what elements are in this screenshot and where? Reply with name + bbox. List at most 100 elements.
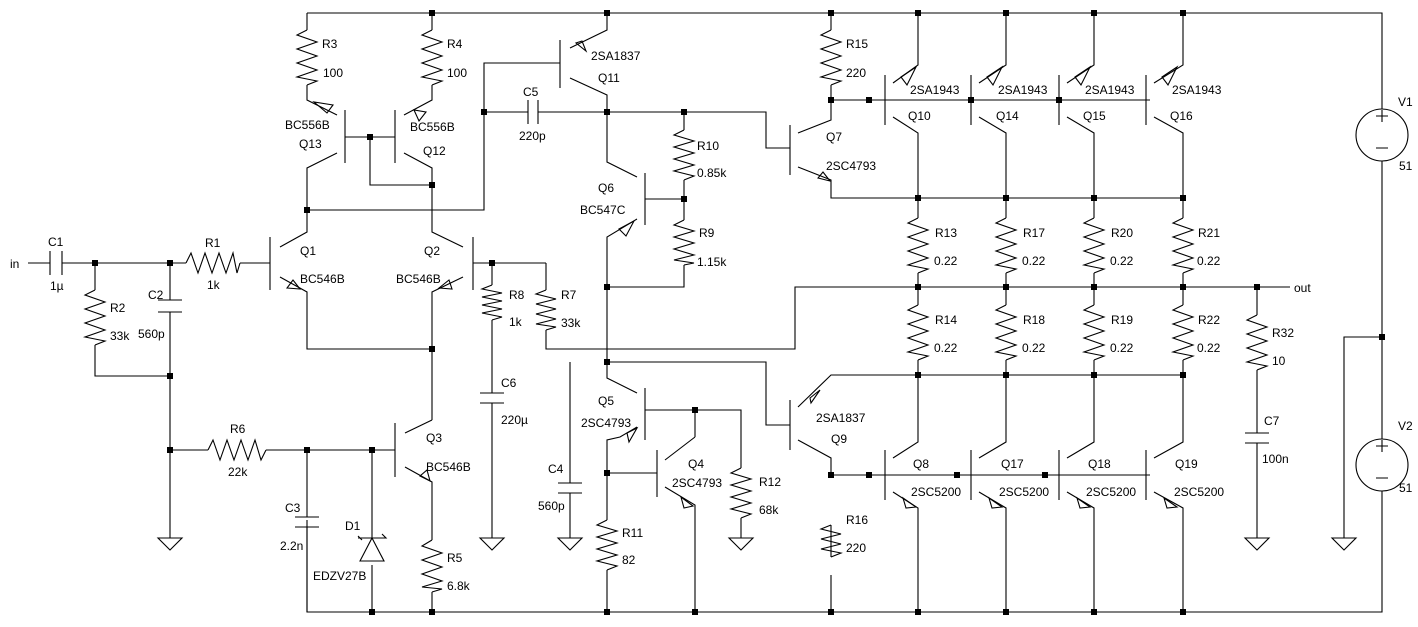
R32-value: 10 xyxy=(1272,354,1286,368)
Q18-ref: Q18 xyxy=(1088,457,1111,471)
C3-ref: C3 xyxy=(285,501,301,515)
C1-ref: C1 xyxy=(48,235,64,249)
C4-plates xyxy=(558,482,582,494)
R4-zigzag xyxy=(419,29,444,86)
R14-ref: R14 xyxy=(935,313,957,327)
C7-plates xyxy=(1245,432,1269,444)
Q5-value: 2SC4793 xyxy=(581,416,631,430)
net-label-out: out xyxy=(1294,281,1311,295)
net-label-in: in xyxy=(10,257,19,271)
V1-value: 51 xyxy=(1399,159,1413,173)
ground-icon xyxy=(156,537,184,551)
Q3-ref: Q3 xyxy=(426,431,442,445)
C7-value: 100n xyxy=(1262,452,1289,466)
R2-value: 33k xyxy=(110,329,130,343)
R20-value: 0.22 xyxy=(1110,254,1134,268)
Q16-value: 2SA1943 xyxy=(1172,83,1222,97)
Q15-value: 2SA1943 xyxy=(1085,83,1135,97)
junctions xyxy=(92,10,1385,615)
R16-zigzag xyxy=(819,524,843,558)
Q7-value: 2SC4793 xyxy=(826,159,876,173)
R16-value: 220 xyxy=(846,541,866,555)
C2-ref: C2 xyxy=(148,288,164,302)
ground-icon xyxy=(1243,537,1271,551)
C3-plates xyxy=(295,516,319,528)
R1-zigzag xyxy=(185,250,241,275)
R22-ref: R22 xyxy=(1198,313,1220,327)
C4-value: 560p xyxy=(538,499,565,513)
R3-ref: R3 xyxy=(322,37,338,51)
R3-zigzag xyxy=(294,29,319,86)
Q18-value: 2SC5200 xyxy=(1086,485,1136,499)
R17-zigzag xyxy=(993,217,1018,274)
R2-ref: R2 xyxy=(110,301,126,315)
Q9-ref: Q9 xyxy=(831,432,847,446)
R11-ref: R11 xyxy=(622,526,643,540)
Q14-value: 2SA1943 xyxy=(998,83,1048,97)
R14-value: 0.22 xyxy=(934,341,958,355)
Q11-value: 2SA1837 xyxy=(591,49,641,63)
R7-zigzag xyxy=(534,289,557,331)
R1-value: 1k xyxy=(207,278,221,292)
R2-zigzag xyxy=(82,289,107,346)
R10-ref: R10 xyxy=(697,139,719,153)
C6-value: 220µ xyxy=(501,413,528,427)
R11-zigzag xyxy=(594,519,619,571)
Q8-ref: Q8 xyxy=(913,457,929,471)
R6-zigzag xyxy=(207,438,267,462)
R20-zigzag xyxy=(1081,217,1106,274)
Q1-value: BC546B xyxy=(300,272,345,286)
Q10-value: 2SA1943 xyxy=(910,83,960,97)
R9-ref: R9 xyxy=(699,226,715,240)
R13-zigzag xyxy=(905,217,930,274)
C2-value: 560p xyxy=(138,327,165,341)
symbols xyxy=(49,29,1409,593)
C4-ref: C4 xyxy=(548,462,564,476)
ground-icon xyxy=(727,537,755,551)
V2-polarity xyxy=(1376,440,1388,479)
R15-zigzag xyxy=(818,29,843,86)
R12-ref: R12 xyxy=(759,475,781,489)
R5-zigzag xyxy=(420,539,444,593)
Q2-ref: Q2 xyxy=(424,244,440,258)
R22-value: 0.22 xyxy=(1197,341,1221,355)
Q13-ref: Q13 xyxy=(299,137,322,151)
R19-value: 0.22 xyxy=(1110,341,1134,355)
Q6-value: BC547C xyxy=(580,203,626,217)
emitter-arrows xyxy=(285,40,1179,509)
R22-zigzag xyxy=(1170,304,1195,361)
R20-ref: R20 xyxy=(1111,226,1133,240)
Q4-value: 2SC4793 xyxy=(672,476,722,490)
Q2-value: BC546B xyxy=(396,272,441,286)
R17-ref: R17 xyxy=(1023,226,1045,240)
R4-ref: R4 xyxy=(447,37,463,51)
R3-value: 100 xyxy=(323,66,343,80)
R13-ref: R13 xyxy=(935,226,957,240)
C6-ref: C6 xyxy=(501,376,517,390)
R9-value: 1.15k xyxy=(697,255,727,269)
labels: in out C1 1µ R2 33k C2 560p R1 1k R6 22k… xyxy=(10,37,1413,593)
R12-zigzag xyxy=(728,467,753,519)
ground-icon xyxy=(556,537,584,551)
C1-value: 1µ xyxy=(50,279,64,293)
R1-ref: R1 xyxy=(205,236,221,250)
R18-value: 0.22 xyxy=(1022,341,1046,355)
C7-ref: C7 xyxy=(1264,414,1280,428)
zener-diode-symbol xyxy=(357,533,388,562)
C3-value: 2.2n xyxy=(280,539,303,553)
Q6-ref: Q6 xyxy=(598,181,614,195)
Q11-ref: Q11 xyxy=(598,71,620,85)
R21-ref: R21 xyxy=(1198,226,1220,240)
C5-ref: C5 xyxy=(523,85,539,99)
Q4-ref: Q4 xyxy=(688,457,704,471)
Q17-value: 2SC5200 xyxy=(999,485,1049,499)
Q1-ref: Q1 xyxy=(300,244,316,258)
R12-value: 68k xyxy=(759,503,779,517)
R21-value: 0.22 xyxy=(1197,254,1221,268)
V2-value: 51 xyxy=(1399,481,1413,495)
Q3-value: BC546B xyxy=(426,460,471,474)
R5-value: 6.8k xyxy=(447,579,471,593)
C1-plates xyxy=(49,251,63,275)
Q19-value: 2SC5200 xyxy=(1174,485,1224,499)
